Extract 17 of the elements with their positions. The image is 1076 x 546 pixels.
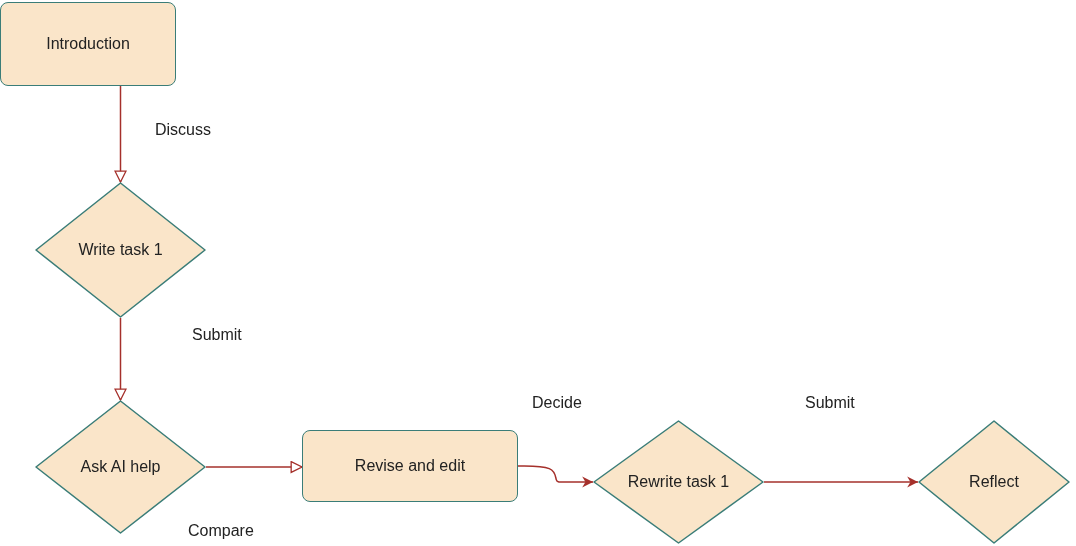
arrow: [205, 460, 303, 474]
arrow: [517, 465, 594, 488]
edge-label: Compare: [186, 522, 256, 540]
decision-diamond: [918, 420, 1070, 544]
process-box: [302, 430, 518, 502]
node-label: Rewrite task 1: [627, 473, 730, 491]
arrow: [114, 317, 127, 401]
node-label: Ask AI help: [80, 458, 161, 476]
arrow: [114, 85, 127, 183]
node-label: Reflect: [969, 473, 1019, 491]
node-label: Revise and edit: [354, 457, 466, 475]
node-label: Write task 1: [78, 241, 163, 259]
process-box: [0, 2, 176, 86]
decision-diamond: [35, 182, 206, 318]
decision-diamond: [593, 420, 764, 544]
arrow: [763, 476, 919, 488]
node-label: Introduction: [46, 35, 130, 53]
